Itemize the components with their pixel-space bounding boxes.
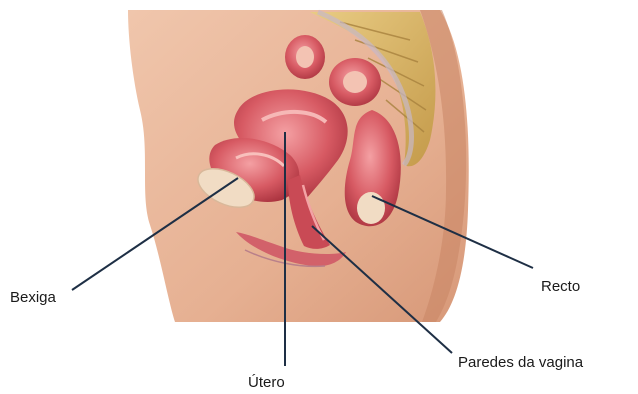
label-utero: Útero bbox=[248, 374, 285, 391]
label-bexiga: Bexiga bbox=[10, 289, 56, 306]
label-paredes-da-vagina: Paredes da vagina bbox=[458, 354, 583, 371]
label-recto: Recto bbox=[541, 278, 580, 295]
